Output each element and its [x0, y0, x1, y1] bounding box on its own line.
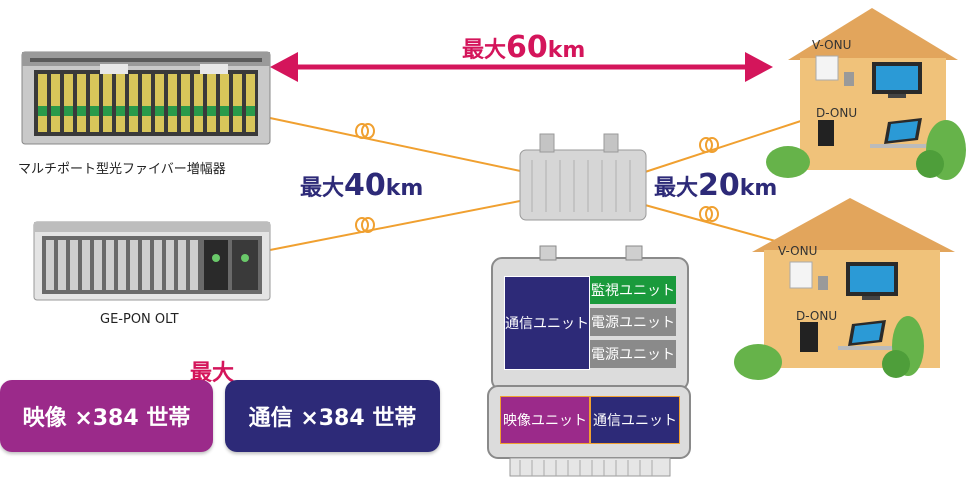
- unit-video: 映像ユニット: [500, 396, 590, 444]
- donu-tag-2: D-ONU: [796, 309, 838, 323]
- comm-capacity-pill: 通信 ×384 世帯: [225, 380, 440, 452]
- distance-top-label: 最大60km: [462, 30, 586, 65]
- donu-tag-1: D-ONU: [816, 106, 858, 120]
- distance-right-label: 最大20km: [654, 168, 778, 203]
- house-icon-2: [734, 198, 955, 380]
- fiber-lines: [269, 117, 811, 251]
- unit-monitor: 監視ユニット: [590, 276, 676, 304]
- outdoor-enclosure: [519, 133, 647, 221]
- unit-power-2: 電源ユニット: [590, 340, 676, 368]
- vonu-tag-1: V-ONU: [812, 38, 852, 52]
- double-arrow-icon: [270, 52, 773, 82]
- olt-label: GE-PON OLT: [100, 312, 179, 327]
- video-capacity-pill: 映像 ×384 世帯: [0, 380, 213, 452]
- olt-rack: [33, 221, 271, 301]
- vonu-tag-2: V-ONU: [778, 244, 818, 258]
- amplifier-rack: [21, 51, 271, 145]
- unit-power-1: 電源ユニット: [590, 308, 676, 336]
- fiber-coil-icon: [355, 123, 719, 233]
- distance-left-label: 最大40km: [300, 168, 424, 203]
- unit-comm: 通信ユニット: [590, 396, 680, 444]
- house-icon: [766, 8, 966, 180]
- unit-comm-left: 通信ユニット: [504, 276, 590, 370]
- amplifier-label: マルチポート型光ファイバー増幅器: [18, 162, 226, 177]
